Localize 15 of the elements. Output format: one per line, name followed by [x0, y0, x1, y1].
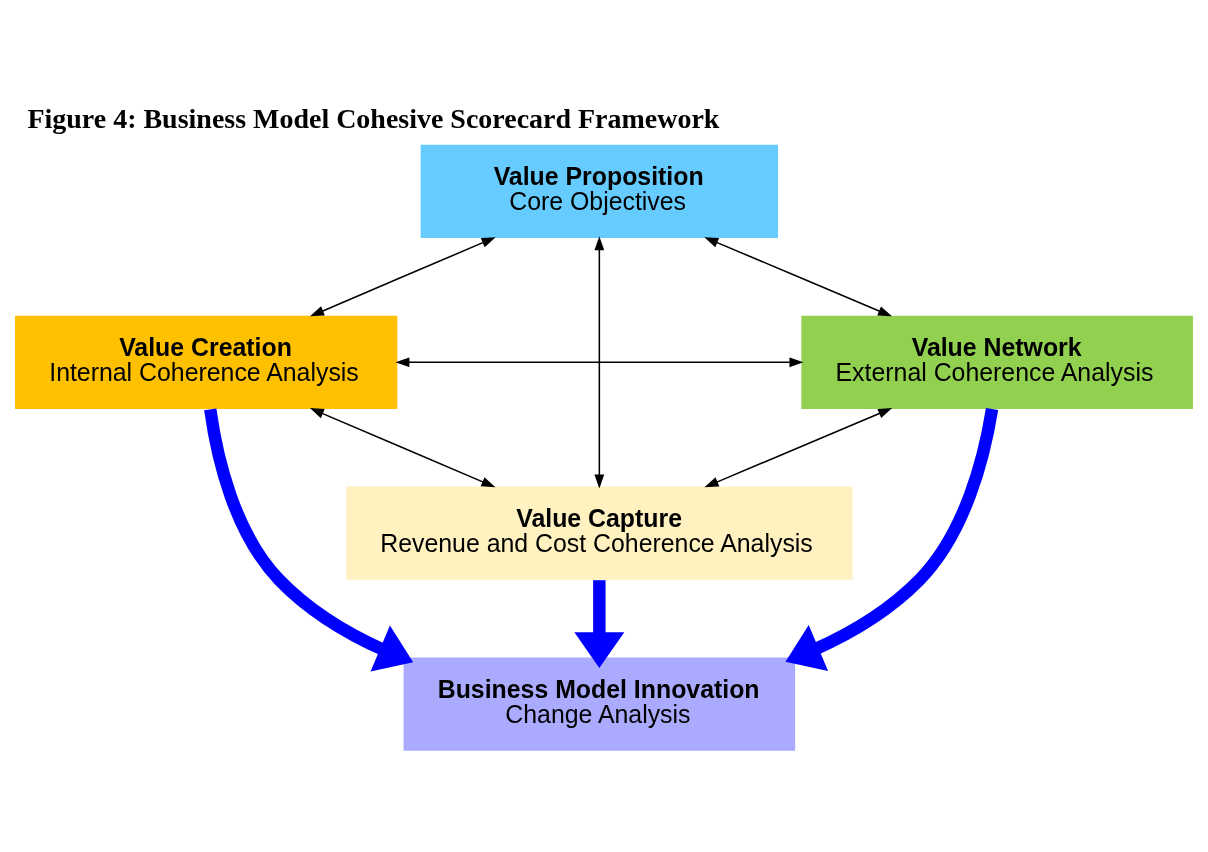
node-box: Value Capture Revenue and Cost Coherence Analysis [346, 486, 853, 580]
arrow [785, 407, 999, 671]
arrow [309, 408, 496, 488]
arrow [704, 237, 892, 317]
arrow [204, 408, 414, 672]
arrow [704, 408, 893, 488]
node-box: Business Model Innovation Change Analysis [403, 657, 796, 751]
node-box: Value Network External Coherence Analysis [801, 315, 1193, 409]
diagram-title: Figure 4: Business Model Cohesive Scorecard Framework [27, 103, 720, 135]
arrow [594, 236, 605, 489]
arrow [310, 237, 496, 317]
arrow [395, 357, 804, 368]
arrow [574, 580, 625, 668]
node-box: Value Creation Internal Coherence Analysis [15, 315, 398, 409]
node-box: Value Proposition Core Objectives [420, 144, 779, 238]
